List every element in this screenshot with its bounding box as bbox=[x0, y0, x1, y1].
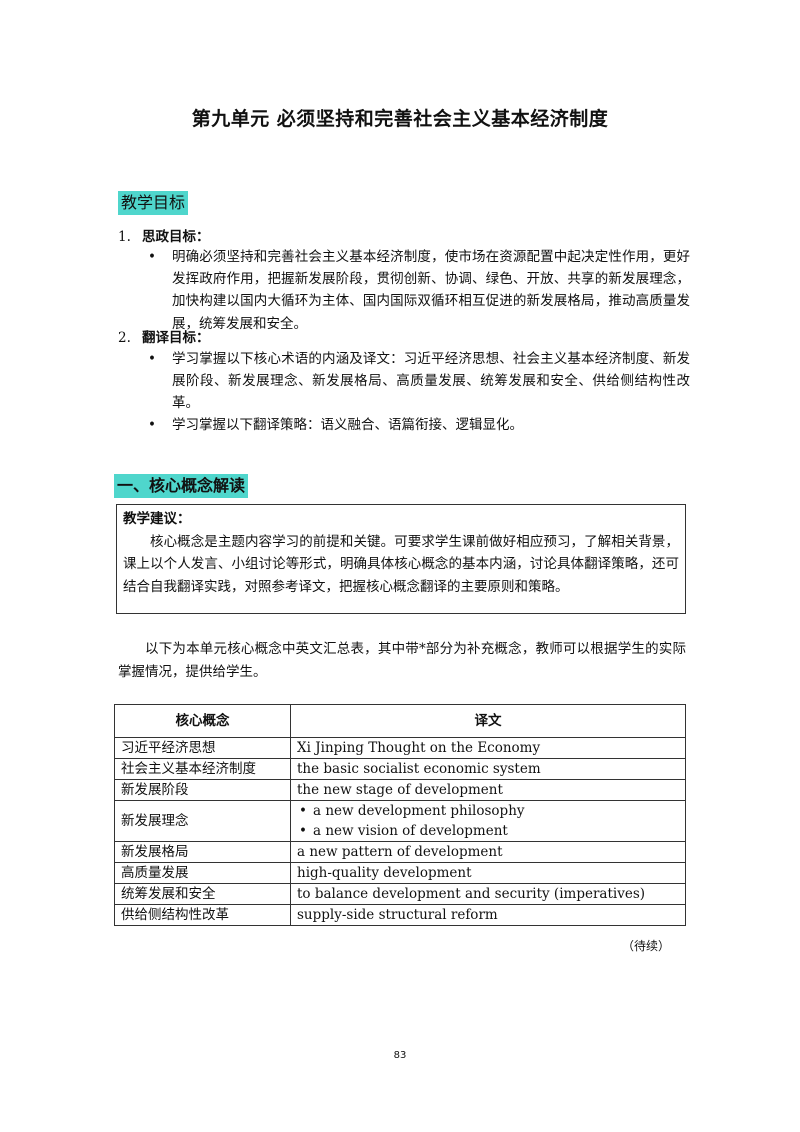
table-row: 习近平经济思想 Xi Jinping Thought on the Econom… bbox=[114, 737, 686, 759]
translation-cell: the basic socialist economic system bbox=[290, 758, 686, 780]
table-row: 新发展格局 a new pattern of development bbox=[114, 841, 686, 863]
continued-note: （待续） bbox=[622, 939, 671, 953]
goal-bullet-text: 学习掌握以下核心术语的内涵及译文：习近平经济思想、社会主义基本经济制度、新发展阶… bbox=[172, 351, 690, 412]
translation-cell: Xi Jinping Thought on the Economy bbox=[290, 737, 686, 759]
concept-cell: 习近平经济思想 bbox=[114, 737, 291, 759]
translation-list-item: a new vision of development bbox=[297, 821, 679, 841]
goal-label: 翻译目标： bbox=[142, 330, 210, 346]
translation-cell: to balance development and security (imp… bbox=[290, 883, 686, 905]
goal-bullet-text: 学习掌握以下翻译策略：语义融合、语篇衔接、逻辑显化。 bbox=[172, 417, 523, 433]
goal-bullet: • 学习掌握以下翻译策略：语义融合、语篇衔接、逻辑显化。 bbox=[148, 414, 690, 436]
unit-title: 第九单元 必须坚持和完善社会主义基本经济制度 bbox=[191, 108, 609, 130]
goal-item-2: 2. 翻译目标： bbox=[118, 327, 210, 349]
translation-cell: a new pattern of development bbox=[290, 841, 686, 863]
bullet-icon: • bbox=[148, 351, 156, 367]
concept-cell: 社会主义基本经济制度 bbox=[114, 758, 291, 780]
page-number: 83 bbox=[393, 1050, 407, 1061]
table-row: 新发展理念 a new development philosophy a new… bbox=[114, 800, 686, 842]
goal-number: 2. bbox=[118, 330, 131, 346]
translation-cell: high-quality development bbox=[290, 862, 686, 884]
goal-number: 1. bbox=[118, 229, 131, 245]
translation-cell: a new development philosophy a new visio… bbox=[290, 800, 686, 842]
teaching-advice-box: 教学建议： 核心概念是主题内容学习的前提和关键。可要求学生课前做好相应预习，了解… bbox=[116, 504, 686, 614]
goal-bullet: • 学习掌握以下核心术语的内涵及译文：习近平经济思想、社会主义基本经济制度、新发… bbox=[148, 348, 690, 415]
teaching-goals-heading: 教学目标 bbox=[118, 191, 189, 215]
advice-label: 教学建议： bbox=[123, 511, 191, 527]
concept-cell: 新发展格局 bbox=[114, 841, 291, 863]
goal-label: 思政目标： bbox=[142, 229, 210, 245]
table-row: 供给侧结构性改革 supply-side structural reform bbox=[114, 904, 686, 926]
core-concepts-heading: 一、核心概念解读 bbox=[114, 474, 249, 498]
translation-list: a new development philosophy a new visio… bbox=[297, 801, 679, 841]
concept-cell: 高质量发展 bbox=[114, 862, 291, 884]
translation-list-item: a new development philosophy bbox=[297, 801, 679, 821]
translation-cell: the new stage of development bbox=[290, 779, 686, 801]
bullet-icon: • bbox=[148, 417, 156, 433]
goal-bullet: • 明确必须坚持和完善社会主义基本经济制度，使市场在资源配置中起决定性作用，更好… bbox=[148, 246, 690, 335]
table-header-row: 核心概念 译文 bbox=[114, 704, 686, 738]
advice-text: 核心概念是主题内容学习的前提和关键。可要求学生课前做好相应预习，了解相关背景，课… bbox=[123, 533, 679, 595]
table-row: 高质量发展 high-quality development bbox=[114, 862, 686, 884]
concept-cell: 新发展阶段 bbox=[114, 779, 291, 801]
goal-item-1: 1. 思政目标： bbox=[118, 226, 210, 248]
table-row: 社会主义基本经济制度 the basic socialist economic … bbox=[114, 758, 686, 780]
concept-cell: 供给侧结构性改革 bbox=[114, 904, 291, 926]
table-row: 统筹发展和安全 to balance development and secur… bbox=[114, 883, 686, 905]
column-header-translation: 译文 bbox=[290, 704, 686, 738]
concept-cell: 新发展理念 bbox=[114, 800, 291, 842]
translation-cell: supply-side structural reform bbox=[290, 904, 686, 926]
concept-cell: 统筹发展和安全 bbox=[114, 883, 291, 905]
bullet-icon: • bbox=[148, 249, 156, 265]
goal-bullet-text: 明确必须坚持和完善社会主义基本经济制度，使市场在资源配置中起决定性作用，更好发挥… bbox=[172, 249, 690, 332]
column-header-concept: 核心概念 bbox=[114, 704, 291, 738]
summary-paragraph: 以下为本单元核心概念中英文汇总表，其中带*部分为补充概念，教师可以根据学生的实际… bbox=[118, 641, 686, 680]
table-row: 新发展阶段 the new stage of development bbox=[114, 779, 686, 801]
core-concepts-table: 核心概念 译文 习近平经济思想 Xi Jinping Thought on th… bbox=[114, 704, 686, 926]
